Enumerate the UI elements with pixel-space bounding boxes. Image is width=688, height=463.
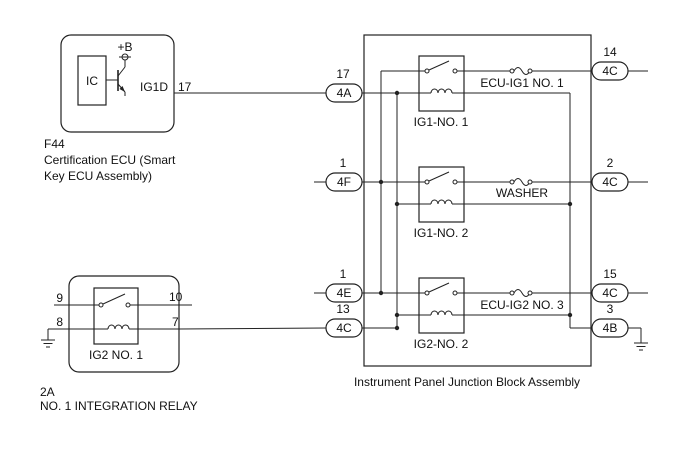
connector-4e: 4E 1 [325,267,363,303]
svg-text:4A: 4A [337,86,352,100]
ground-icon [634,328,648,351]
junction-dot [567,201,573,207]
junction-block-outline [363,34,592,367]
svg-text:4C: 4C [602,286,618,300]
connector-pin: 14 [603,45,617,59]
ecu-ref: F44 [44,137,65,151]
fuse-label: ECU-IG1 NO. 1 [480,76,564,90]
relay-switch-icon [419,282,464,296]
relay-switch-icon [419,60,464,74]
connector-4c-right-2: 4C 2 [591,156,629,192]
junction-dot [394,90,400,96]
relay-coil-icon [69,324,179,330]
connector-pin: 2 [607,156,614,170]
ecu-outline [60,34,175,133]
junction-block-name: Instrument Panel Junction Block Assembly [354,375,580,389]
connector-pin: 1 [340,267,347,281]
relay-switch-icon [69,293,179,308]
relay-label: IG1-NO. 1 [414,115,469,129]
relay-pin-9: 9 [56,291,63,305]
svg-text:4C: 4C [336,321,352,335]
relay-coil-icon [419,88,464,94]
connector-4c-right-1: 4C 14 [591,45,629,81]
junction-dot [378,290,384,296]
ecu-supply-label: +B [117,40,132,54]
fuse-label: ECU-IG2 NO. 3 [480,298,564,312]
connector-4b: 4B 3 [591,302,629,338]
relay-pin-7: 7 [172,315,179,329]
fuse-icon [509,178,533,186]
fuse-icon [509,289,533,297]
svg-text:4B: 4B [603,321,618,335]
relay-ig2-no2: IG2-NO. 2 [414,277,469,351]
svg-text:4F: 4F [337,175,351,189]
integration-relay-outline [68,275,180,373]
ecu-output-pin: 17 [178,80,192,94]
junction-dot [394,312,400,318]
junction-dot [394,201,400,207]
integration-relay: IG2 NO. 1 9 10 8 7 2A NO. 1 INTEGRATION … [40,275,198,413]
junction-dot [567,312,573,318]
relay-ig1-no1: IG1-NO. 1 [414,55,469,129]
fuse-label: WASHER [496,186,549,200]
junction-dot [378,179,384,185]
ecu-ic-label: IC [86,74,98,88]
connector-pin: 13 [336,302,350,316]
connector-pin: 15 [603,267,617,281]
ground-icon [41,329,55,348]
junction-dot [394,325,400,331]
relay-ig1-no2: IG1-NO. 2 [414,166,469,240]
integration-relay-body [93,287,139,345]
relay-switch-icon [419,171,464,185]
relay-pin-10: 10 [169,290,183,304]
ecu-name-line1: Certification ECU (Smart [44,153,176,167]
svg-text:4C: 4C [602,64,618,78]
connector-pin: 1 [340,156,347,170]
relay-label: IG1-NO. 2 [414,226,469,240]
wire-relay-pin7 [178,327,327,330]
connector-4c-left: 4C 13 [325,302,363,338]
integration-relay-inner-label: IG2 NO. 1 [89,348,143,362]
fuse-icon [509,67,533,75]
connector-pin: 3 [607,302,614,316]
connector-4c-right-3: 4C 15 [591,267,629,303]
svg-text:4C: 4C [602,175,618,189]
svg-text:4E: 4E [337,286,352,300]
ecu-name-line2: Key ECU Assembly) [44,169,152,183]
connector-4f: 4F 1 [325,156,363,192]
relay-label: IG2-NO. 2 [414,337,469,351]
supply-terminal-icon [119,53,131,61]
relay-ref: 2A [40,385,55,399]
junction-block: Instrument Panel Junction Block Assembly [325,34,629,389]
relay-coil-icon [419,310,464,316]
connector-pin: 17 [336,67,350,81]
relay-name: NO. 1 INTEGRATION RELAY [40,399,198,413]
transistor-icon [106,59,126,96]
relay-coil-icon [419,199,464,205]
certification-ecu: IC +B IG1D 17 F44 Certification ECU (Sma… [44,34,192,183]
relay-pin-8: 8 [56,315,63,329]
connector-4a: 4A 17 [325,67,363,103]
ecu-output-label: IG1D [140,80,168,94]
